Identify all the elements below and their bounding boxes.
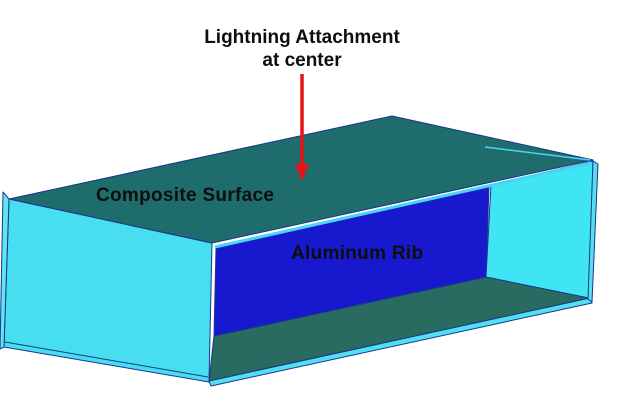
label-composite-surface: Composite Surface xyxy=(96,185,275,206)
arrow-head xyxy=(295,164,309,181)
back-edge-highlight xyxy=(484,146,591,161)
annotation-lightning-attachment: Lightning Attachment at center xyxy=(150,26,454,72)
annotation-line-2: at center xyxy=(262,50,342,71)
top-surface-face xyxy=(8,115,594,244)
label-aluminum-rib: Aluminum Rib xyxy=(291,243,424,264)
bottom-edge-strip xyxy=(208,297,593,387)
top-edge-highlight xyxy=(214,161,592,249)
skin-thickness-line xyxy=(4,341,209,378)
attachment-arrow-icon xyxy=(295,74,309,181)
box-outline-group xyxy=(0,115,599,387)
left-edge-sliver xyxy=(0,191,10,350)
right-edge-strip xyxy=(587,160,599,303)
annotation-line-1: Lightning Attachment xyxy=(204,27,400,48)
